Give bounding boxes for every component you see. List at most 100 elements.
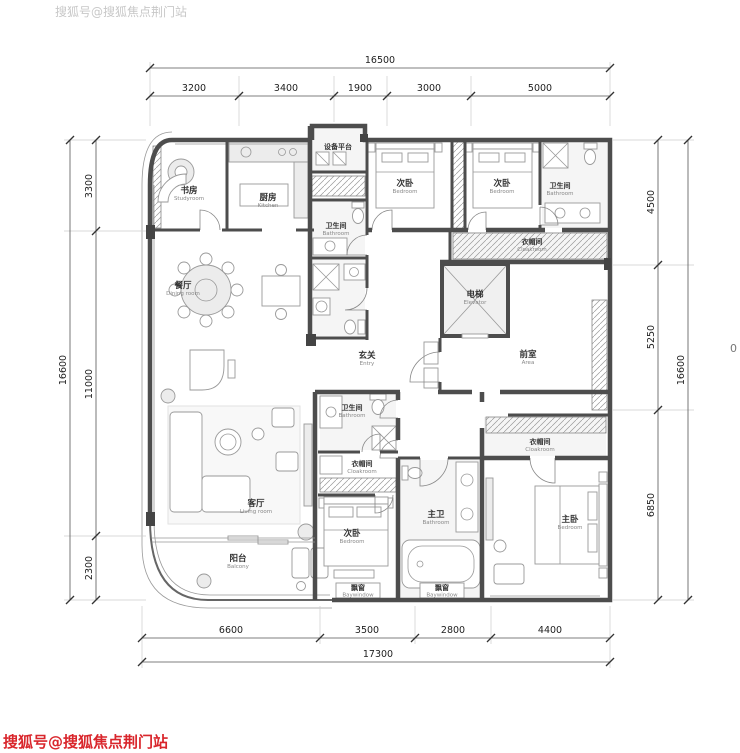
room-label-kitchen: 厨房 [259, 192, 276, 203]
cabinet [311, 175, 366, 197]
room-label-bathroom-1-en: Bathroom [322, 231, 349, 237]
bed-headboard [598, 483, 608, 567]
room-label-elevator-en: Elevator [464, 300, 488, 306]
washer [312, 297, 331, 316]
sofa [201, 475, 251, 513]
nightstand [318, 497, 325, 509]
room-label-cloakroom-2: 衣帽间 [352, 459, 373, 468]
dresser [319, 455, 343, 475]
room-label-master-bath-en: Bathroom [422, 520, 449, 526]
room-label-dining: 餐厅 [173, 280, 192, 291]
pillow [356, 506, 382, 518]
pillow [407, 152, 429, 163]
room-label-bedroom-2-en: Bedroom [490, 189, 515, 195]
room-label-cloakroom-3-en: Cloakroom [525, 447, 555, 453]
dim-left-0: 3300 [84, 174, 95, 198]
plant [160, 388, 176, 404]
dimension-ticks [65, 63, 693, 667]
room-label-master-bath: 主卫 [427, 509, 445, 520]
grand-piano [189, 349, 225, 391]
toilet [371, 399, 385, 415]
room-label-baywindow-1: 飘窗 [351, 583, 365, 592]
watermark-bottom: 搜狐号@搜狐焦点荆门站 [3, 733, 168, 751]
pillow [587, 491, 598, 521]
room-label-bedroom-1: 次卧 [396, 178, 414, 189]
edge-partial-text: 0 [730, 342, 737, 355]
closet [591, 299, 608, 411]
lounge-chair [291, 547, 310, 579]
bed-headboard [375, 142, 435, 150]
room-label-bathroom-3-en: Bathroom [338, 413, 365, 419]
study-curved-desk [157, 173, 187, 203]
pillow [478, 152, 500, 163]
room-label-kitchen-en: Kitchen [258, 203, 279, 209]
chaise [493, 563, 525, 585]
pillow [504, 152, 526, 163]
sofa [169, 411, 203, 513]
toilet [584, 149, 596, 165]
vanity [312, 237, 348, 256]
dim-top-1: 3400 [274, 83, 298, 94]
room-labels: 书房 Studyroom 厨房 Kitchen 设备平台 卫生间 Bathroo… [166, 142, 582, 599]
room-label-balcony: 阳台 [229, 553, 247, 564]
dim-left-total: 16600 [58, 355, 69, 385]
dim-top-total: 16500 [365, 55, 395, 66]
room-label-studyroom-en: Studyroom [174, 196, 204, 202]
kitchen-island [239, 183, 289, 207]
dim-right-2: 6850 [646, 493, 657, 517]
kitchen-side-counter [293, 161, 309, 219]
bathtub [401, 539, 481, 589]
room-label-cloakroom-3: 衣帽间 [530, 437, 551, 446]
dim-top-2: 1900 [348, 83, 372, 94]
pillow [587, 523, 598, 553]
room-label-bathroom-2-en: Bathroom [546, 191, 573, 197]
room-label-master-bedroom: 主卧 [561, 514, 579, 525]
bed-headboard [472, 142, 533, 150]
double-vanity [455, 461, 479, 533]
ottoman [214, 428, 242, 456]
shoe-cabinet [423, 367, 439, 389]
piano-bench [227, 359, 236, 379]
toilet-tank [357, 319, 366, 335]
side-table [493, 539, 507, 553]
door-layer [199, 206, 559, 514]
side-table [251, 427, 265, 441]
closet [319, 477, 397, 493]
dim-top-4: 5000 [528, 83, 552, 94]
closet [451, 141, 466, 231]
tv-console [485, 477, 494, 541]
room-label-baywindow-2-en: Baywindow [426, 593, 458, 599]
toilet-tank [401, 465, 409, 481]
toilet-tank [583, 142, 598, 150]
dim-top-0: 3200 [182, 83, 206, 94]
room-label-entry-en: Entry [360, 361, 375, 367]
dim-top-3: 3000 [417, 83, 441, 94]
room-label-baywindow-2: 飘窗 [435, 583, 449, 592]
closet [485, 416, 607, 434]
nightstand [367, 142, 376, 153]
dimension-layer: 16500 3200 3400 1900 3000 5000 3300 1100… [58, 55, 694, 668]
dim-bottom-total: 17300 [363, 649, 393, 660]
toilet-tank [351, 201, 365, 209]
dim-right-0: 4500 [646, 190, 657, 214]
nightstand [465, 142, 473, 153]
room-label-bathroom-2: 卫生间 [550, 181, 571, 190]
dim-bottom-3: 4400 [538, 625, 562, 636]
nightstand [434, 142, 443, 153]
furniture-layer [152, 141, 608, 599]
toilet [344, 319, 356, 335]
room-label-bedroom-2: 次卧 [493, 178, 511, 189]
armchair [275, 451, 299, 472]
dim-left-1: 11000 [84, 369, 95, 399]
room-label-cloakroom-2-en: Cloakroom [347, 469, 377, 475]
room-label-elevator: 电梯 [466, 289, 484, 300]
small-table [296, 581, 306, 591]
bed-headboard [323, 496, 389, 505]
dim-left-2: 2300 [84, 556, 95, 580]
nightstand [598, 567, 608, 579]
room-label-bedroom-3: 次卧 [343, 528, 361, 539]
room-label-bedroom-3-en: Bedroom [340, 539, 365, 545]
room-label-equipment-platform: 设备平台 [324, 142, 352, 151]
